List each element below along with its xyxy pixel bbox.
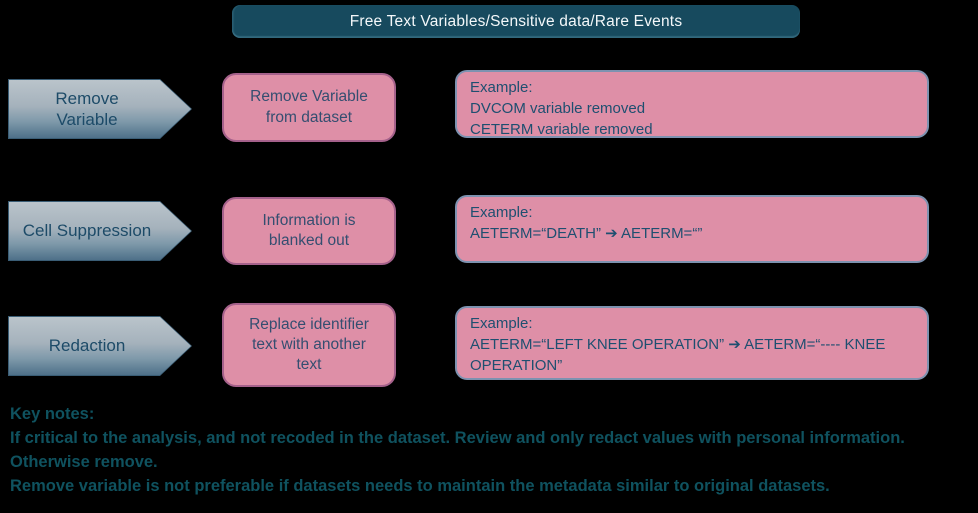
flow-arrow-fill: Cell Suppression xyxy=(9,202,191,260)
method-box-remove-variable: Remove Variable from dataset xyxy=(222,73,396,142)
flow-arrow-label: Remove Variable xyxy=(55,88,119,129)
flow-arrow-fill: Remove Variable xyxy=(9,80,191,138)
header-banner: Free Text Variables/Sensitive data/Rare … xyxy=(232,5,800,38)
flow-arrow-cell-suppression: Cell Suppression xyxy=(8,201,192,261)
method-text: Remove Variable from dataset xyxy=(250,88,368,126)
header-title: Free Text Variables/Sensitive data/Rare … xyxy=(349,12,683,30)
key-notes-heading: Key notes: xyxy=(10,405,95,423)
method-text: Information is blanked out xyxy=(262,211,356,249)
key-notes-note-2: Remove variable is not preferable if dat… xyxy=(10,477,830,495)
example-text: Example: AETERM=“LEFT KNEE OPERATION” ➔ … xyxy=(470,315,886,374)
example-text: Example: DVCOM variable removed CETERM v… xyxy=(470,79,653,138)
key-notes: Key notes: If critical to the analysis, … xyxy=(10,402,972,498)
method-box-cell-suppression: Information is blanked out xyxy=(222,197,396,265)
key-notes-note-1: If critical to the analysis, and not rec… xyxy=(10,429,905,471)
example-box-redaction: Example: AETERM=“LEFT KNEE OPERATION” ➔ … xyxy=(455,306,929,380)
method-text: Replace identifier text with another tex… xyxy=(249,315,369,374)
flow-arrow-label: Cell Suppression xyxy=(22,221,152,241)
flow-arrow-fill: Redaction xyxy=(9,317,191,375)
method-box-redaction: Replace identifier text with another tex… xyxy=(222,303,396,387)
example-box-cell-suppression: Example: AETERM=“DEATH” ➔ AETERM=“” xyxy=(455,195,929,263)
example-box-remove-variable: Example: DVCOM variable removed CETERM v… xyxy=(455,70,929,138)
example-text: Example: AETERM=“DEATH” ➔ AETERM=“” xyxy=(470,204,703,242)
flow-arrow-redaction: Redaction xyxy=(8,316,192,376)
flow-arrow-label: Redaction xyxy=(48,336,126,356)
flow-arrow-remove-variable: Remove Variable xyxy=(8,79,192,139)
